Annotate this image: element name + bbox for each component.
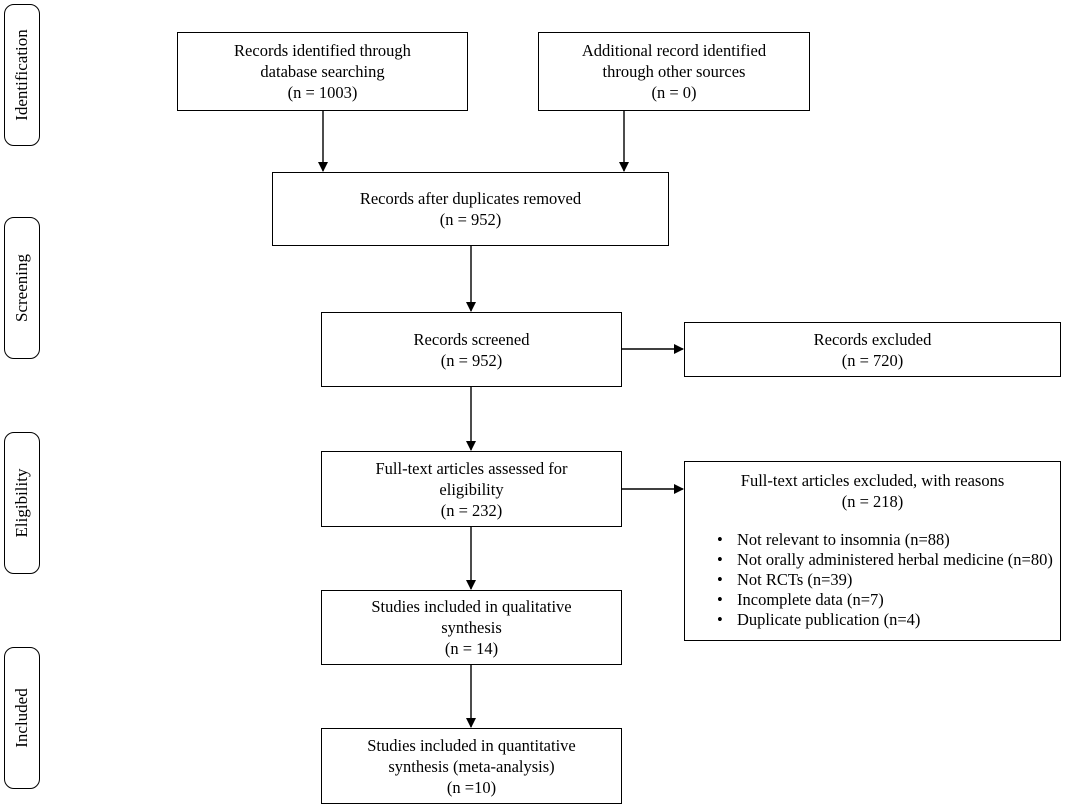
- box-fulltext-assessed: Full-text articles assessed for eligibil…: [321, 451, 622, 527]
- phase-identification: Identification: [4, 4, 40, 146]
- phase-screening: Screening: [4, 217, 40, 359]
- exclusion-reasons-list: Not relevant to insomnia (n=88) Not oral…: [685, 530, 1060, 630]
- list-item: Incomplete data (n=7): [717, 590, 1060, 610]
- box-quantitative-synthesis: Studies included in quantitative synthes…: [321, 728, 622, 804]
- list-item: Duplicate publication (n=4): [717, 610, 1060, 630]
- list-item: Not relevant to insomnia (n=88): [717, 530, 1060, 550]
- box-records-screened: Records screened (n = 952): [321, 312, 622, 387]
- box-records-excluded: Records excluded (n = 720): [684, 322, 1061, 377]
- phase-eligibility: Eligibility: [4, 432, 40, 574]
- box-database-records: Records identified through database sear…: [177, 32, 468, 111]
- list-item: Not RCTs (n=39): [717, 570, 1060, 590]
- box-other-sources: Additional record identified through oth…: [538, 32, 810, 111]
- box-fulltext-excluded: Full-text articles excluded, with reason…: [684, 461, 1061, 641]
- box-qualitative-synthesis: Studies included in qualitative synthesi…: [321, 590, 622, 665]
- phase-included: Included: [4, 647, 40, 789]
- list-item: Not orally administered herbal medicine …: [717, 550, 1060, 570]
- box-duplicates-removed: Records after duplicates removed (n = 95…: [272, 172, 669, 246]
